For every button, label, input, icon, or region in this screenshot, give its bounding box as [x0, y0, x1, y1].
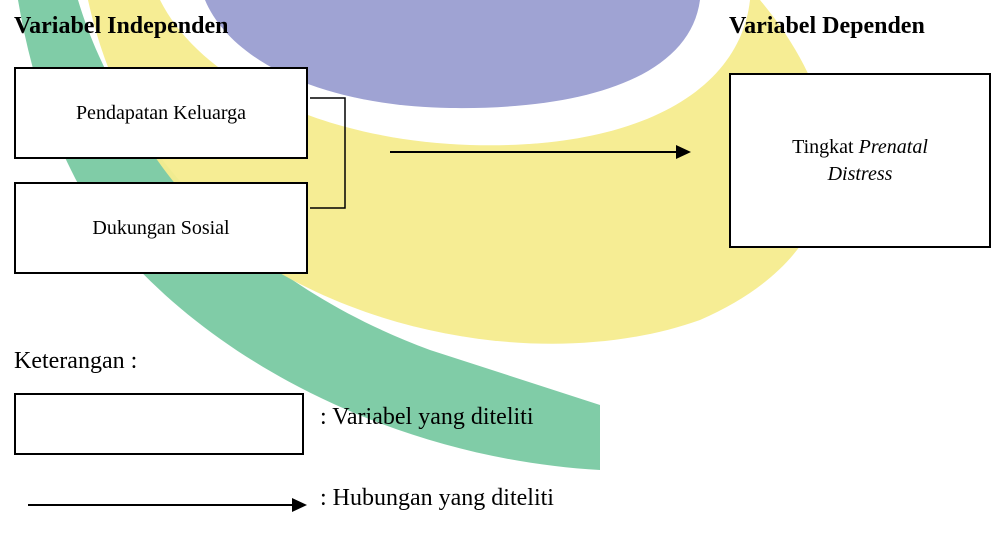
level-prenatal-label: Prenatal — [858, 135, 928, 158]
legend-arrow-description: : Hubungan yang diteliti — [320, 485, 554, 511]
bracket-connector — [310, 97, 346, 209]
level-distress-label: Distress — [827, 162, 893, 185]
watermark-blue-arc — [205, 0, 700, 109]
social-support-box: Dukungan Sosial — [14, 182, 308, 274]
legend-title: Keterangan : — [14, 348, 138, 374]
family-income-label: Pendapatan Keluarga — [75, 101, 247, 124]
dependent-variable-heading: Variabel Dependen — [729, 13, 925, 39]
legend-arrow-head — [292, 498, 307, 512]
level-prefix-label: Tingkat — [792, 135, 854, 158]
family-income-box: Pendapatan Keluarga — [14, 67, 308, 159]
legend-box-description: : Variabel yang diteliti — [320, 404, 534, 430]
legend-box-sample — [14, 393, 304, 455]
social-support-label: Dukungan Sosial — [92, 216, 230, 239]
independent-variable-heading: Variabel Independen — [14, 13, 229, 39]
relationship-arrow-head — [676, 145, 691, 159]
prenatal-distress-level-box: Tingkat Prenatal Distress — [729, 73, 991, 248]
